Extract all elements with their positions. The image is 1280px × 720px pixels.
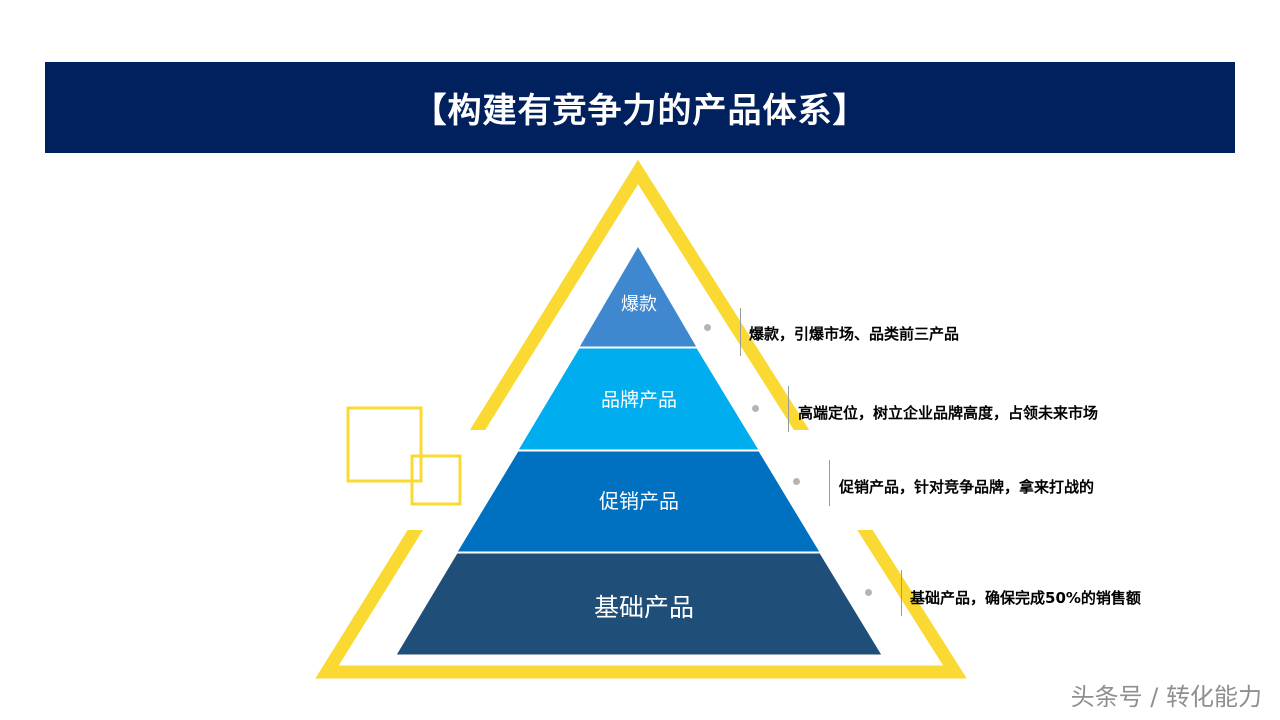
leader-line-3 [829, 460, 830, 506]
watermark: 头条号 / 转化能力 [1070, 683, 1262, 711]
deco-square-large [346, 406, 423, 483]
description-level-4: 基础产品，确保完成50%的销售额 [910, 589, 1141, 607]
pyramid-level-2 [517, 347, 760, 451]
pyramid-level-4 [395, 552, 883, 656]
leader-line-4 [901, 570, 902, 616]
level-label-2: 品牌产品 [601, 389, 677, 411]
leader-line-1 [740, 308, 741, 356]
leader-dot-3 [793, 478, 800, 485]
description-level-1: 爆款，引爆市场、品类前三产品 [749, 325, 960, 343]
leader-line-2 [788, 386, 789, 432]
description-level-2: 高端定位，树立企业品牌高度，占领未来市场 [798, 404, 1099, 422]
yellow-triangle-outline [315, 159, 967, 679]
leader-dot-4 [865, 589, 872, 596]
title-banner: 【构建有竞争力的产品体系】 [45, 62, 1235, 153]
leader-dot-1 [704, 324, 711, 331]
level-label-1: 爆款 [621, 294, 657, 315]
description-level-3: 促销产品，针对竞争品牌，拿来打战的 [839, 478, 1095, 496]
pyramid-level-1 [578, 245, 698, 348]
level-label-3: 促销产品 [599, 489, 679, 513]
page-title: 【构建有竞争力的产品体系】 [412, 91, 868, 131]
pyramid-level-3 [456, 450, 821, 553]
deco-square-small [410, 454, 462, 506]
level-label-4: 基础产品 [594, 593, 694, 622]
leader-dot-2 [752, 405, 759, 412]
